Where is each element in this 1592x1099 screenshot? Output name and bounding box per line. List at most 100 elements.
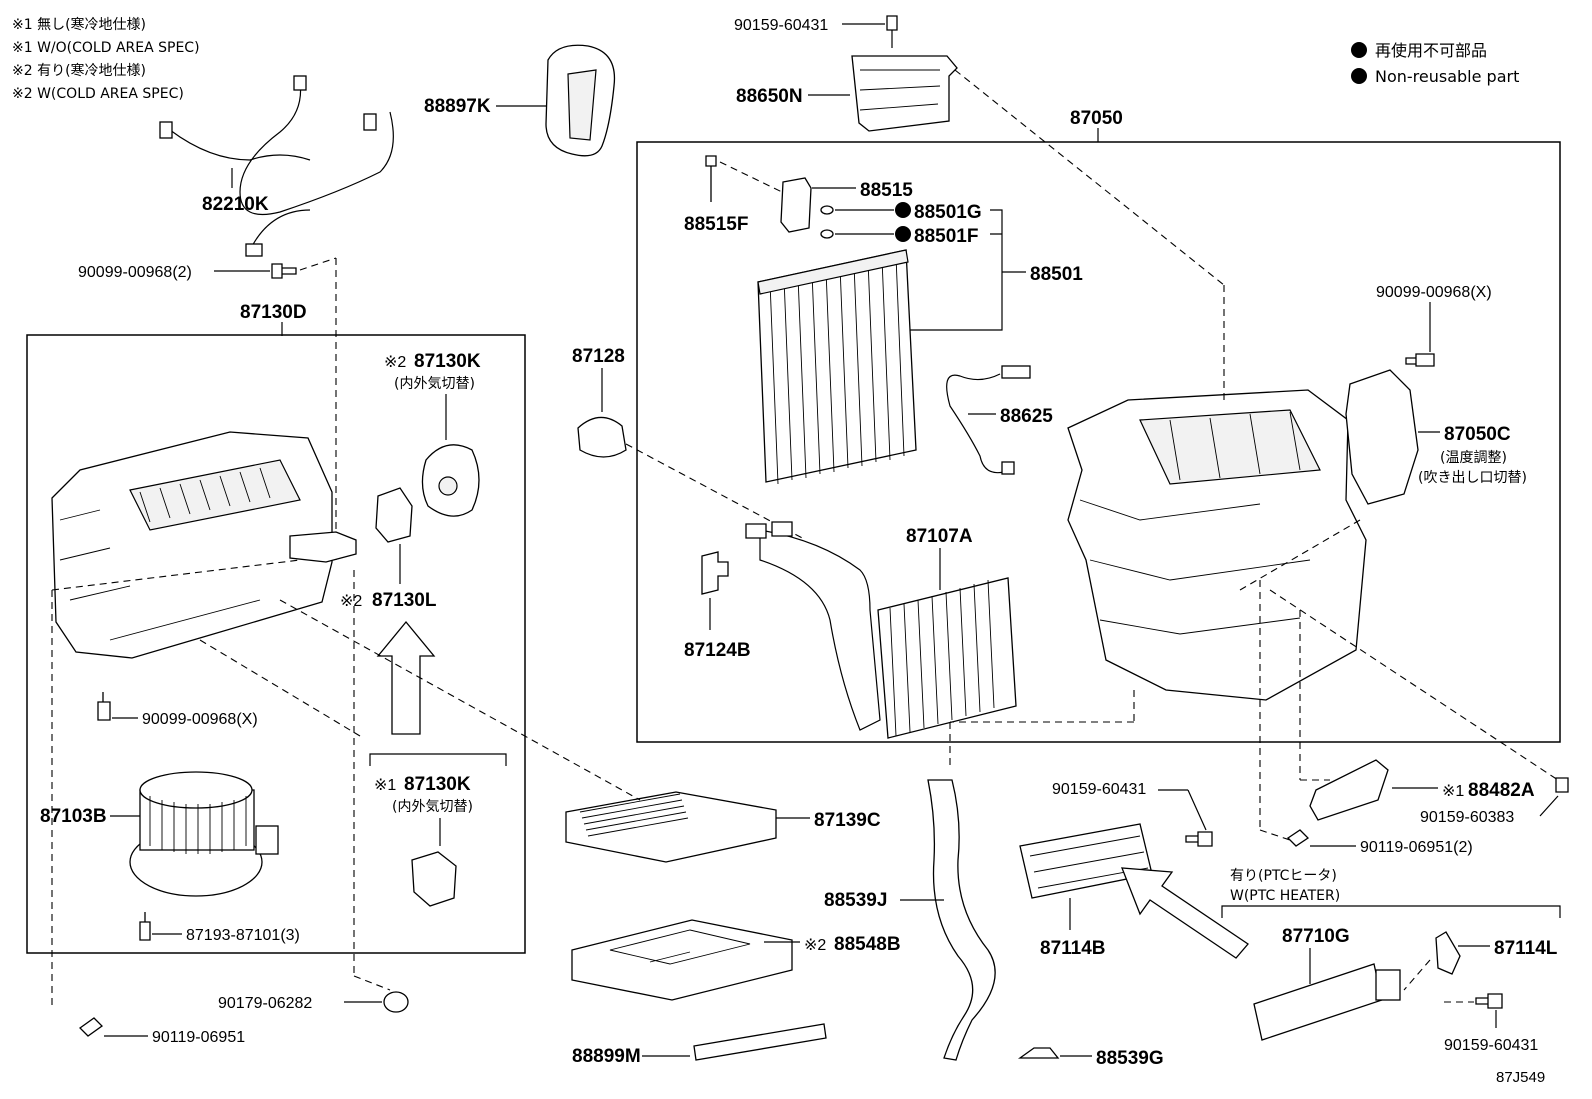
part-88539G: 88539G bbox=[1017, 1047, 1164, 1069]
part-87124B: 87124B bbox=[684, 551, 751, 661]
part-87130K-1: ※1 87130K (内外気切替) bbox=[369, 753, 507, 907]
label-82210K: 82210K bbox=[202, 194, 269, 215]
part-87103B: 87103B bbox=[40, 771, 279, 897]
label-88548B: 88548B bbox=[834, 934, 901, 955]
screw-icon bbox=[271, 263, 297, 279]
label-87050C: 87050C bbox=[1444, 424, 1511, 445]
label-90099-00968-X-left: 90099-00968(X) bbox=[142, 711, 258, 728]
grommet-icon bbox=[577, 416, 627, 458]
filled-circle-icon bbox=[1351, 68, 1367, 84]
bracket-icon bbox=[1309, 759, 1389, 821]
clamp-icon bbox=[701, 551, 729, 595]
mark-87130K-2: ※2 bbox=[384, 354, 406, 371]
diagram-reference-code: 87J549 bbox=[1496, 1069, 1545, 1086]
label-90099-00968-2: 90099-00968(2) bbox=[78, 264, 192, 281]
part-88897K: 88897K bbox=[424, 44, 616, 157]
note-1: ※1 無し(寒冷地仕様) bbox=[12, 16, 146, 33]
part-90099-00968-X-left: 90099-00968(X) bbox=[97, 639, 361, 737]
part-88625: 88625 bbox=[946, 365, 1053, 475]
label-87050C-ja1: (温度調整) bbox=[1440, 450, 1507, 466]
part-87193-87101: 87193-87101(3) bbox=[139, 912, 300, 944]
thermistor-icon bbox=[946, 373, 1005, 474]
screw-icon bbox=[1185, 831, 1213, 847]
outline-arrow-icon bbox=[376, 620, 436, 735]
label-87130K-1-ja: (内外気切替) bbox=[392, 799, 473, 815]
mark-87130K-1: ※1 bbox=[374, 777, 396, 794]
part-90119-06951-2: 90119-06951(2) bbox=[1286, 829, 1473, 856]
label-88539G: 88539G bbox=[1096, 1048, 1164, 1069]
part-87710G: 87710G bbox=[1253, 926, 1401, 1041]
label-87050: 87050 bbox=[1070, 108, 1123, 129]
filter-case-icon bbox=[571, 919, 793, 1001]
label-87710G: 87710G bbox=[1282, 926, 1350, 947]
part-88501G: 88501G bbox=[820, 202, 982, 223]
o-ring-icon bbox=[820, 229, 834, 239]
grommet-icon bbox=[1017, 1047, 1060, 1059]
ptc-heater-icon bbox=[1253, 963, 1383, 1041]
bolt-icon bbox=[705, 155, 717, 202]
label-87124B: 87124B bbox=[684, 640, 751, 661]
o-ring-icon bbox=[820, 205, 834, 215]
label-90159-60431-mid: 90159-60431 bbox=[1052, 781, 1146, 798]
part-87050C: 87050C (温度調整) (吹き出し口切替) bbox=[1345, 369, 1527, 505]
part-87114B: 87114B bbox=[1019, 823, 1153, 959]
part-90159-60431-top: 90159-60431 bbox=[734, 15, 898, 48]
label-90119-06951: 90119-06951 bbox=[152, 1029, 245, 1046]
ptc-label-ja: 有り(PTCヒータ) bbox=[1230, 868, 1337, 884]
part-90099-00968-X-right: 90099-00968(X) bbox=[1376, 284, 1492, 367]
ptc-label-en: W(PTC HEATER) bbox=[1230, 888, 1340, 904]
screw-icon bbox=[886, 15, 898, 31]
label-87130L: 87130L bbox=[372, 590, 437, 611]
label-88501G: 88501G bbox=[914, 202, 982, 223]
legend: 再使用不可部品 Non-reusable part bbox=[1351, 41, 1519, 86]
note-4: ※2 W(COLD AREA SPEC) bbox=[12, 86, 184, 102]
label-87130K-1: 87130K bbox=[404, 774, 471, 795]
wire-harness-icon bbox=[169, 81, 394, 251]
screw-icon bbox=[97, 692, 111, 721]
part-88515F: 88515F bbox=[684, 155, 783, 235]
part-88650N: 88650N bbox=[736, 55, 1225, 286]
label-90159-60431-bot: 90159-60431 bbox=[1444, 1037, 1538, 1054]
bracket-icon bbox=[1435, 931, 1461, 975]
screw-icon bbox=[1555, 777, 1569, 793]
label-87139C: 87139C bbox=[814, 810, 881, 831]
note-2: ※1 W/O(COLD AREA SPEC) bbox=[12, 40, 200, 56]
part-88899M: 88899M bbox=[572, 1023, 827, 1067]
evaporator-icon bbox=[757, 249, 917, 485]
heater-unit-case-icon bbox=[949, 285, 1559, 841]
filled-circle-icon bbox=[1351, 42, 1367, 58]
spec-notes: ※1 無し(寒冷地仕様) ※1 W/O(COLD AREA SPEC) ※2 有… bbox=[12, 16, 200, 102]
label-88625: 88625 bbox=[1000, 406, 1053, 427]
label-87107A: 87107A bbox=[906, 526, 973, 547]
part-87130L: ※2 87130L bbox=[340, 487, 437, 611]
label-87193-87101: 87193-87101(3) bbox=[186, 927, 300, 944]
screw-icon bbox=[1475, 993, 1503, 1009]
screw-icon bbox=[1286, 829, 1310, 847]
air-filter-icon bbox=[565, 791, 777, 863]
part-90179-06282: 90179-06282 bbox=[218, 570, 409, 1013]
label-90099-00968-X-right: 90099-00968(X) bbox=[1376, 284, 1492, 301]
screw-icon bbox=[139, 912, 151, 941]
part-88482A: ※1 88482A bbox=[1309, 759, 1535, 821]
part-87130K-2: ※2 87130K (内外気切替) bbox=[384, 351, 481, 517]
label-87114L: 87114L bbox=[1494, 938, 1558, 959]
label-88482A: 88482A bbox=[1468, 780, 1535, 801]
servo-motor-icon bbox=[1345, 369, 1419, 505]
label-90159-60383: 90159-60383 bbox=[1420, 809, 1514, 826]
label-88515F: 88515F bbox=[684, 214, 748, 235]
nut-icon bbox=[383, 991, 409, 1013]
label-90159-60431-top: 90159-60431 bbox=[734, 17, 828, 34]
drain-hose-icon bbox=[927, 779, 996, 1061]
part-88501F: 88501F bbox=[820, 226, 978, 247]
part-90159-60431-bot: 90159-60431 bbox=[1444, 993, 1538, 1054]
label-87130D: 87130D bbox=[240, 302, 307, 323]
part-87114L: 87114L bbox=[1403, 931, 1558, 991]
cover-plate-icon bbox=[693, 1023, 827, 1061]
servo-motor-icon bbox=[411, 851, 457, 907]
legend-en: Non-reusable part bbox=[1375, 67, 1519, 86]
label-88539J: 88539J bbox=[824, 890, 887, 911]
filled-circle-icon bbox=[895, 226, 911, 242]
part-88515: 88515 bbox=[780, 177, 913, 233]
part-88539J: 88539J bbox=[824, 779, 996, 1061]
